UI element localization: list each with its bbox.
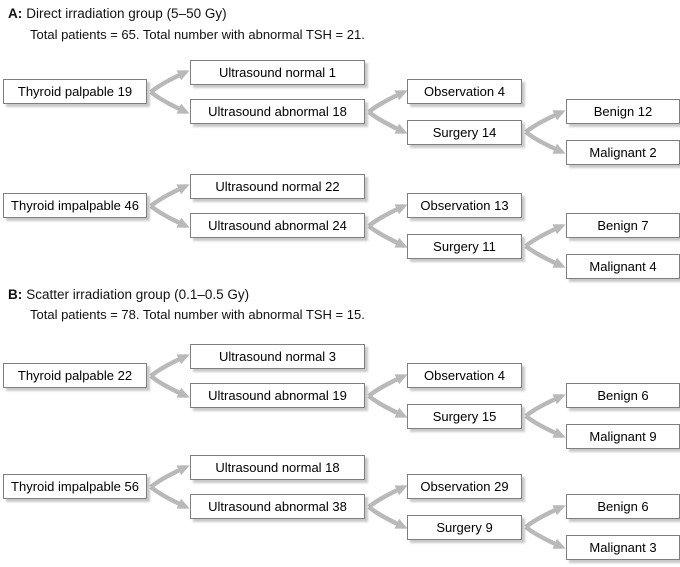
group-b-title: Scatter irradiation group (0.1–0.5 Gy) [26,287,250,302]
node-ultrasound-abnormal: Ultrasound abnormal 19 [190,383,365,408]
node-observation: Observation 4 [407,363,522,388]
node-ultrasound-normal: Ultrasound normal 22 [190,174,365,199]
node-malignant: Malignant 3 [566,535,680,560]
node-ultrasound-normal: Ultrasound normal 18 [190,455,365,480]
node-benign: Benign 6 [566,494,680,519]
node-thyroid-impalpable: Thyroid impalpable 46 [3,193,147,218]
node-surgery: Surgery 15 [407,404,522,429]
node-observation: Observation 29 [407,474,522,499]
node-thyroid-palpable: Thyroid palpable 19 [3,79,147,104]
group-b-label: B: [8,287,23,302]
node-benign: Benign 6 [566,383,680,408]
node-thyroid-palpable: Thyroid palpable 22 [3,363,147,388]
group-a-subtitle: Total patients = 65. Total number with a… [30,27,365,42]
node-surgery: Surgery 9 [407,515,522,540]
group-a-label: A: [8,6,23,21]
node-malignant: Malignant 4 [566,254,680,279]
node-observation: Observation 4 [407,79,522,104]
group-a-title: Direct irradiation group (5–50 Gy) [26,6,227,21]
node-ultrasound-normal: Ultrasound normal 3 [190,344,365,369]
group-a-heading: A:Direct irradiation group (5–50 Gy) [8,5,227,22]
node-ultrasound-abnormal: Ultrasound abnormal 38 [190,494,365,519]
node-benign: Benign 7 [566,213,680,238]
group-b-heading: B:Scatter irradiation group (0.1–0.5 Gy) [8,286,249,303]
node-observation: Observation 13 [407,193,522,218]
node-benign: Benign 12 [566,99,680,124]
node-thyroid-impalpable: Thyroid impalpable 56 [3,474,147,499]
node-ultrasound-abnormal: Ultrasound abnormal 24 [190,213,365,238]
node-malignant: Malignant 9 [566,424,680,449]
node-surgery: Surgery 11 [407,234,522,259]
group-b-subtitle: Total patients = 78. Total number with a… [30,307,365,322]
node-malignant: Malignant 2 [566,140,680,165]
node-ultrasound-abnormal: Ultrasound abnormal 18 [190,99,365,124]
node-surgery: Surgery 14 [407,120,522,145]
node-ultrasound-normal: Ultrasound normal 1 [190,60,365,85]
